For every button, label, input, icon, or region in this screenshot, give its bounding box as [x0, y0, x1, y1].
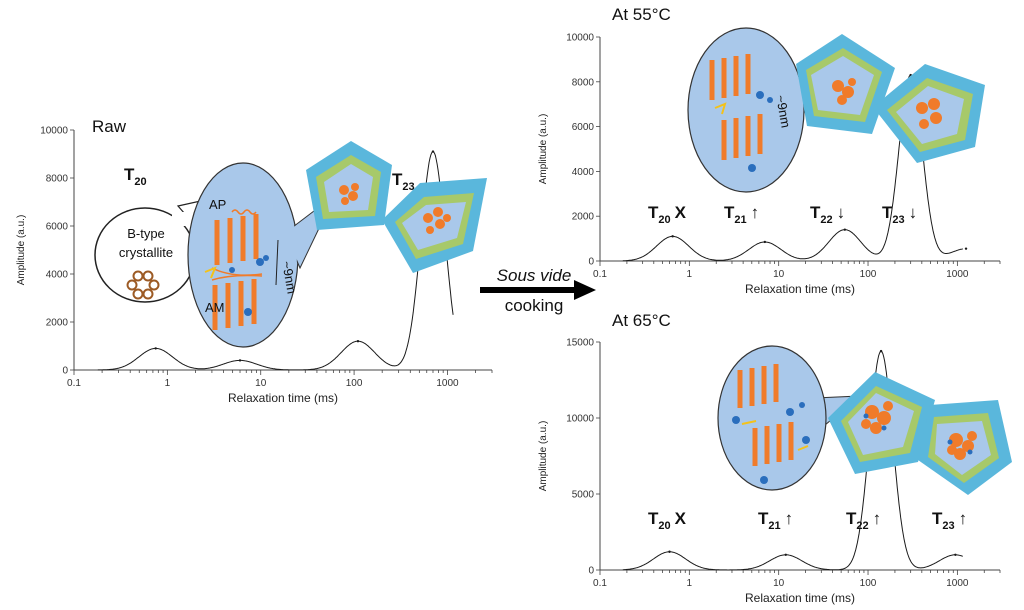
peak-point — [843, 228, 847, 231]
y-tick-label: 0 — [588, 566, 594, 577]
pentagon-55c-t23-icon — [873, 64, 985, 163]
x-axis-label: Relaxation time (ms) — [745, 282, 855, 296]
peak-label-T21: T21↑ — [758, 509, 793, 532]
raw-pentagon-t22-icon — [306, 141, 392, 230]
y-tick-label: 2000 — [46, 318, 69, 329]
x-tick-label: 1000 — [946, 269, 969, 280]
x-tick-label: 1 — [687, 578, 693, 589]
x-axis-label: Relaxation time (ms) — [745, 591, 855, 605]
y-tick-label: 0 — [62, 366, 68, 377]
x-tick-label: 100 — [860, 269, 877, 280]
peak-label-T23: T23↓ — [882, 203, 917, 226]
crystallite-hexagon-icon — [126, 270, 160, 300]
y-tick-label: 6000 — [46, 222, 69, 233]
x-tick-label: 10 — [255, 378, 267, 389]
peak-label-T21: T21↑ — [724, 203, 759, 226]
amylose-label: AM — [205, 300, 225, 315]
x-tick-label: 10 — [773, 269, 785, 280]
raw-size-label: ~9nm — [279, 260, 299, 295]
peak-point — [431, 150, 435, 153]
peak-point — [671, 235, 674, 238]
amylopectin-label: AP — [209, 197, 226, 212]
peak-point — [154, 347, 157, 350]
peak-point — [964, 247, 968, 250]
chart-65c-title: At 65°C — [612, 311, 671, 330]
x-tick-label: 1000 — [436, 378, 459, 389]
x-tick-label: 1 — [687, 269, 693, 280]
peak-point — [238, 359, 242, 362]
peak-point — [668, 550, 671, 553]
peak-label-T23: T23↑ — [932, 509, 967, 532]
peak-point — [356, 340, 360, 343]
y-tick-label: 4000 — [572, 167, 595, 178]
process-label-line1: Sous vide — [497, 266, 572, 285]
x-tick-label: 10 — [773, 578, 785, 589]
peak-point — [784, 553, 787, 556]
y-tick-label: 10000 — [566, 33, 594, 44]
x-axis-label: Relaxation time (ms) — [228, 391, 338, 405]
granule-55c-size-label: ~9nm — [773, 94, 793, 129]
x-tick-label: 100 — [346, 378, 363, 389]
x-tick-label: 0.1 — [593, 578, 607, 589]
y-tick-label: 10000 — [566, 414, 594, 425]
y-axis-label: Amplitude (a.u.) — [538, 114, 549, 185]
chart-65c-curve-group — [622, 349, 963, 571]
peak-label-T22: T22↑ — [846, 509, 881, 532]
peak-label-T22: T22↓ — [810, 203, 845, 226]
relaxation-curve — [97, 151, 454, 371]
y-tick-label: 0 — [588, 257, 594, 268]
y-tick-label: 6000 — [572, 122, 595, 133]
x-tick-label: 0.1 — [593, 269, 607, 280]
y-axis-label: Amplitude (a.u.) — [16, 215, 27, 286]
peak-label-T20: T20 — [124, 165, 147, 188]
y-tick-label: 10000 — [40, 126, 68, 137]
amylopectin-granule-icon: AP AM ~9nm — [187, 162, 336, 348]
pentagon-65c-t23-icon — [918, 400, 1012, 495]
crystallite-label-line2: crystallite — [119, 245, 173, 260]
chart-raw-curve-group — [97, 150, 454, 371]
y-tick-label: 2000 — [572, 212, 595, 223]
y-tick-label: 5000 — [572, 490, 595, 501]
y-tick-label: 8000 — [46, 174, 69, 185]
chart-55c-title: At 55°C — [612, 5, 671, 24]
y-tick-label: 4000 — [46, 270, 69, 281]
peak-point — [879, 349, 883, 353]
x-tick-label: 1 — [165, 378, 171, 389]
peak-point — [954, 553, 957, 556]
relaxation-curve — [622, 350, 963, 571]
y-axis-label: Amplitude (a.u.) — [538, 421, 549, 492]
crystallite-label-line1: B-type — [127, 226, 165, 241]
process-label-line2: cooking — [505, 296, 564, 315]
peak-label-T23: T23 — [392, 170, 415, 193]
pentagon-65c-t22-icon — [828, 372, 935, 474]
x-tick-label: 100 — [860, 578, 877, 589]
x-tick-label: 1000 — [946, 578, 969, 589]
chart-raw-title: Raw — [92, 117, 127, 136]
y-tick-label: 15000 — [566, 338, 594, 349]
pentagon-55c-t22-icon — [796, 34, 895, 134]
raw-pentagon-t23-icon — [382, 178, 487, 273]
y-tick-label: 8000 — [572, 77, 595, 88]
process-arrow: Sous vide cooking — [480, 266, 596, 315]
peak-point — [763, 240, 767, 244]
x-tick-label: 0.1 — [67, 378, 81, 389]
